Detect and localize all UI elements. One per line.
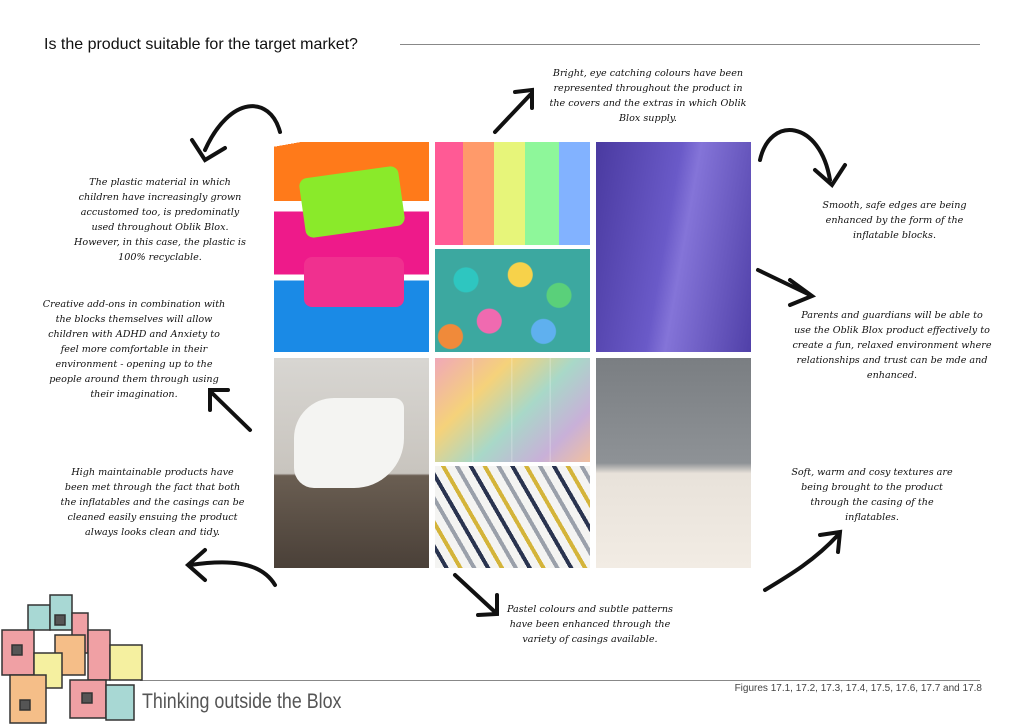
note-plastic-material: The plastic material in which children h… bbox=[74, 177, 246, 263]
figure-caption: Figures 17.1, 17.2, 17.3, 17.4, 17.5, 17… bbox=[734, 683, 982, 694]
image-purple-inflatable bbox=[596, 142, 751, 352]
arrow-icon bbox=[190, 104, 282, 163]
oblik-blox-logo bbox=[1, 594, 143, 724]
arrow-icon bbox=[184, 548, 277, 587]
arrow-icon bbox=[758, 128, 847, 189]
note-bright-colours: Bright, eye catching colours have been r… bbox=[549, 68, 747, 124]
title-divider bbox=[400, 44, 980, 45]
image-beads bbox=[435, 249, 590, 352]
arrow-icon bbox=[493, 87, 534, 134]
arrow-icon bbox=[763, 529, 843, 592]
page-title: Is the product suitable for the target m… bbox=[44, 36, 358, 53]
arrow-icon bbox=[208, 388, 252, 432]
image-chevron-pattern bbox=[435, 466, 590, 568]
tagline: Thinking outside the Blox bbox=[142, 690, 342, 713]
note-maintainable: High maintainable products have been met… bbox=[60, 467, 245, 538]
image-plastic-cups bbox=[274, 142, 429, 352]
note-pastel-colours: Pastel colours and subtle patterns have … bbox=[507, 604, 673, 645]
note-soft-textures: Soft, warm and cosy textures are being b… bbox=[791, 467, 953, 523]
image-grey-knit-cushion bbox=[596, 358, 751, 568]
note-parents-guardians: Parents and guardians will be able to us… bbox=[792, 310, 992, 381]
image-white-chair bbox=[274, 358, 429, 568]
image-colour-stripes bbox=[435, 142, 590, 245]
arrow-icon bbox=[756, 268, 817, 307]
footer-divider bbox=[140, 680, 980, 681]
note-creative-addons: Creative add-ons in combination with the… bbox=[42, 299, 226, 400]
image-pastel-cubes bbox=[435, 358, 590, 462]
arrow-icon bbox=[453, 573, 499, 617]
note-smooth-edges: Smooth, safe edges are being enhanced by… bbox=[822, 200, 967, 241]
